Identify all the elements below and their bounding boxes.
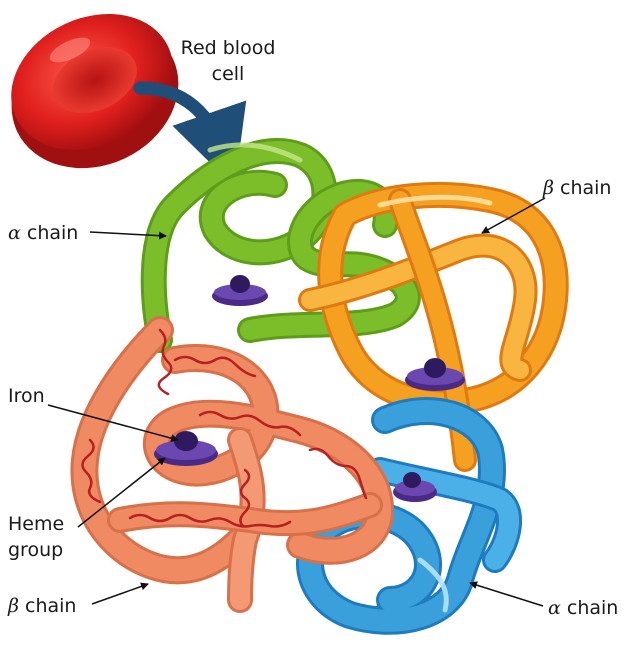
label-alpha-chain-bottom: α chain [548,597,618,619]
chain-word: chain [21,222,79,244]
label-red-blood-cell-line2: cell [212,63,245,85]
label-red-blood-cell-line1: Red blood [181,37,276,59]
heme-group-green [212,275,268,306]
beta-chain-salmon [82,330,380,600]
label-iron: Iron [8,385,45,407]
alpha-symbol: α [548,597,561,619]
chain-word: chain [19,595,77,617]
leader-alpha-bottom [470,583,543,606]
alpha-chain-green [154,145,408,340]
chain-word: chain [554,177,612,199]
label-alpha-chain-left: α chain [8,222,78,244]
leader-beta-bottom [92,584,148,604]
label-heme-line1: Heme [8,513,64,535]
label-heme-line2: group [8,539,63,561]
alpha-symbol: α [8,222,21,244]
beta-symbol: β [7,595,19,617]
label-beta-chain-bottom: β chain [7,595,76,617]
label-beta-chain-top: β chain [542,177,611,199]
chain-word: chain [561,597,619,619]
beta-symbol: β [542,177,554,199]
